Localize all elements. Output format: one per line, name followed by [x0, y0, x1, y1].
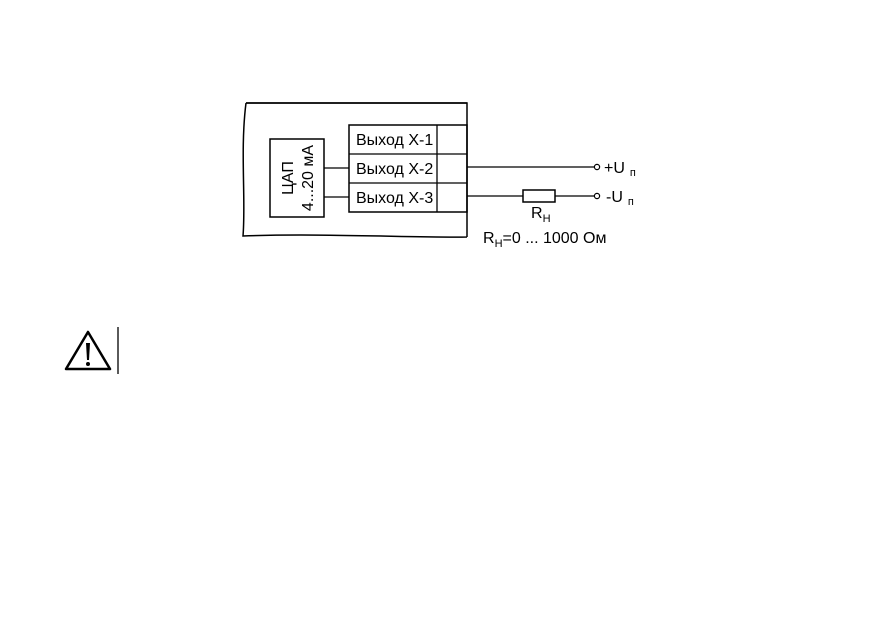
terminal-plus-node [593, 163, 601, 171]
dac-block-title: ЦАП [280, 161, 297, 195]
load-resistor [522, 189, 556, 203]
output-x3-label: Выход X-3 [356, 190, 433, 207]
dac-block [269, 138, 325, 218]
terminal-minus-node [593, 192, 601, 200]
output-x2-label: Выход X-2 [356, 161, 433, 178]
terminal-block [348, 124, 468, 213]
warning-triangle-icon [64, 330, 112, 371]
load-range-note: RН=0 ... 1000 Ом [483, 230, 606, 250]
output-x1-label: Выход X-1 [356, 132, 433, 149]
resistor-label: RН [531, 205, 551, 225]
dac-block-range: 4...20 мА [300, 145, 317, 211]
